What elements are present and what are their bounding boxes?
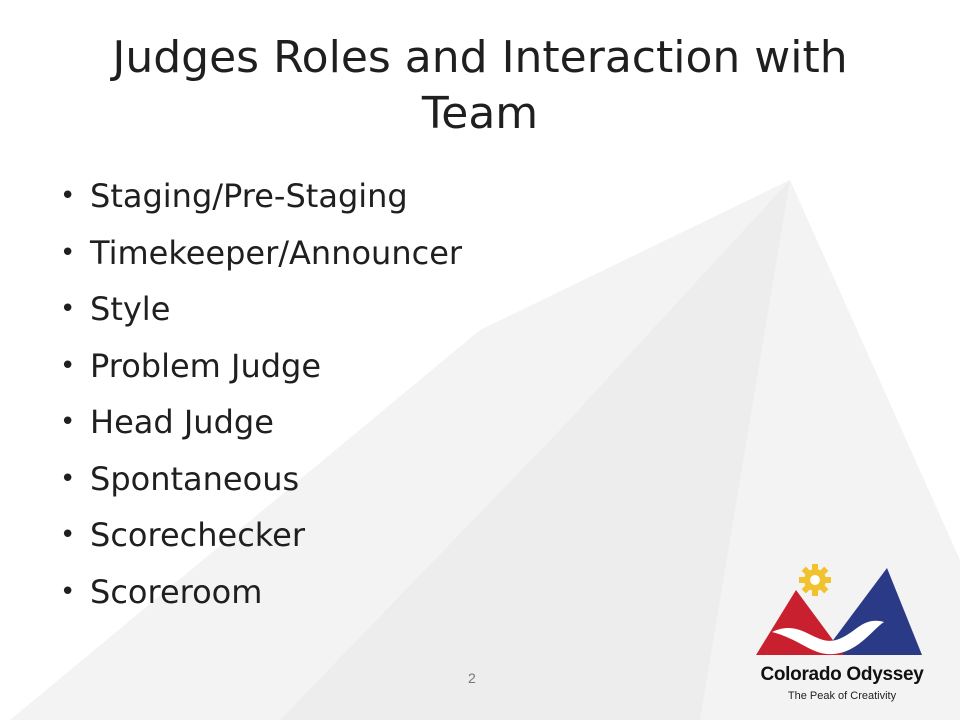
slide-title: Judges Roles and Interaction with Team [112,32,848,139]
logo-sun-icon [799,564,831,596]
list-item: Scorechecker [60,507,462,564]
list-item: Problem Judge [60,338,462,395]
role-list: Staging/Pre-Staging Timekeeper/Announcer… [60,168,462,620]
list-item: Scoreroom [60,564,462,621]
list-item: Head Judge [60,394,462,451]
logo-red-mountain [756,590,844,655]
background-mountain-shadow [280,180,790,720]
logo-tagline: The Peak of Creativity [787,690,897,702]
logo-mark-icon [756,564,922,655]
logo-road-swoosh [772,620,884,655]
colorado-odyssey-logo: Colorado Odyssey The Peak of Creativity [752,560,932,720]
list-item: Staging/Pre-Staging [60,168,462,225]
list-item: Style [60,281,462,338]
list-item: Timekeeper/Announcer [60,225,462,282]
list-item: Spontaneous [60,451,462,508]
logo-navy-mountain [822,568,922,655]
page-number: 2 [468,670,476,686]
logo-name: Colorado Odyssey [760,664,924,685]
